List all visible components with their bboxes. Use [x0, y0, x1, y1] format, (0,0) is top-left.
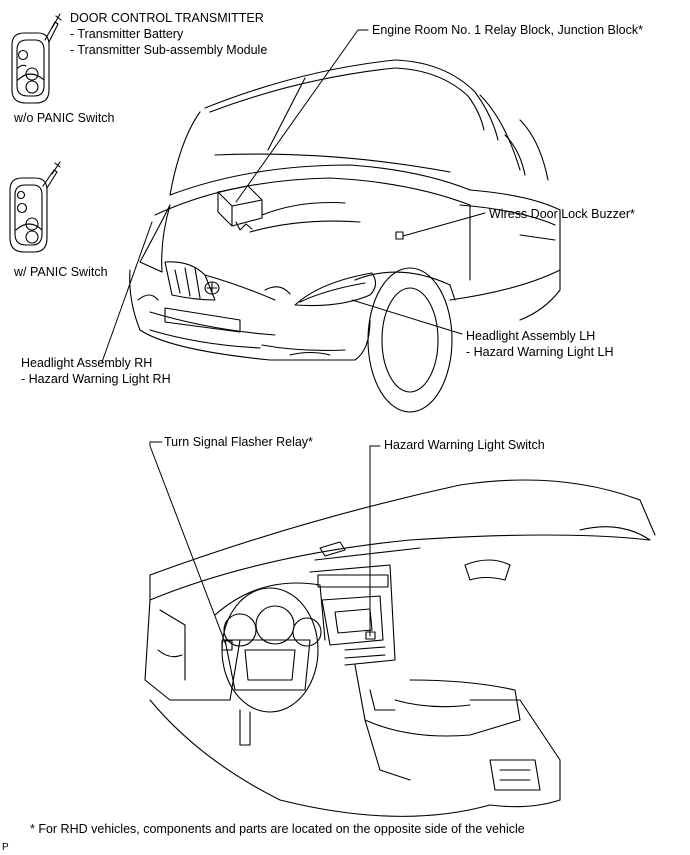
corner-mark: P	[2, 842, 9, 853]
label-with-panic: w/ PANIC Switch	[14, 265, 108, 279]
leader-headlight-rh	[101, 221, 153, 363]
leader-flasher-relay	[149, 441, 227, 646]
headlight-lh-shape	[294, 272, 377, 307]
key-fob-with-panic-icon	[9, 161, 61, 253]
relay-block-icon	[217, 185, 263, 231]
label-headlight-rh: Headlight Assembly RH	[21, 356, 153, 370]
label-turn-signal-flasher-relay: Turn Signal Flasher Relay*	[164, 435, 313, 449]
label-door-lock-buzzer: Wiress Door Lock Buzzer*	[489, 207, 635, 221]
leader-engine-room	[235, 29, 369, 203]
footnote: * For RHD vehicles, components and parts…	[30, 822, 525, 836]
leader-lines	[101, 29, 486, 646]
vehicle-front-illustration	[129, 59, 561, 413]
dashboard-illustration	[144, 479, 656, 817]
leader-buzzer	[402, 212, 486, 237]
flasher-relay-shape	[221, 640, 233, 651]
key-fob-without-panic-icon	[11, 13, 62, 104]
leader-headlight-lh	[351, 299, 463, 335]
label-headlight-lh: Headlight Assembly LH	[466, 329, 596, 343]
label-hazard-warning-switch: Hazard Warning Light Switch	[384, 438, 545, 452]
leader-hazard-switch	[369, 445, 381, 637]
buzzer-icon	[395, 231, 404, 240]
label-hazard-light-lh: - Hazard Warning Light LH	[466, 345, 614, 359]
transmitter-title: DOOR CONTROL TRANSMITTER	[70, 11, 264, 25]
transmitter-item-module: - Transmitter Sub-assembly Module	[70, 43, 268, 57]
transmitter-item-battery: - Transmitter Battery	[70, 27, 184, 41]
label-engine-room-relay-block: Engine Room No. 1 Relay Block, Junction …	[372, 23, 643, 37]
label-hazard-light-rh: - Hazard Warning Light RH	[21, 372, 171, 386]
label-without-panic: w/o PANIC Switch	[14, 111, 115, 125]
